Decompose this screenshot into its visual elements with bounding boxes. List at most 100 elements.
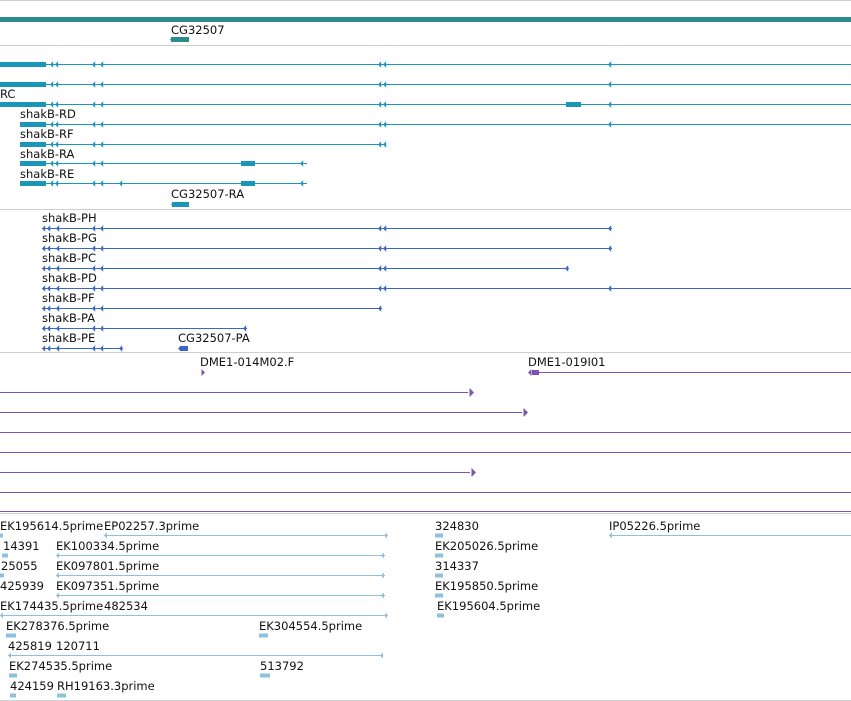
est-label-ek205026[interactable]: EK205026.5prime xyxy=(435,539,539,553)
est-ek278376-block xyxy=(6,633,16,638)
est-label-ek195604[interactable]: EK195604.5prime xyxy=(437,599,541,613)
protein-shakb-pe-strand-arrow-4 xyxy=(100,345,104,352)
est-label-ek304554[interactable]: EK304554.5prime xyxy=(259,619,363,633)
est-label-ip05226[interactable]: IP05226.5prime xyxy=(609,519,701,533)
protein-shakb-pd-strand-arrow-1 xyxy=(47,285,51,292)
mrna-row-3-rc-strand-arrow-3 xyxy=(100,101,104,108)
mrna-shakb-rf-strand-arrow-4 xyxy=(378,141,382,148)
protein-shakb-pd-strand-arrow-4 xyxy=(100,285,104,292)
protein-label-shakb-pg[interactable]: shakB-PG xyxy=(42,231,97,245)
protein-label-cg32507-pa[interactable]: CG32507-PA xyxy=(178,331,250,345)
mrna-label-cg32507-ra[interactable]: CG32507-RA xyxy=(171,187,245,201)
protein-shakb-pc-strand-arrow-1 xyxy=(47,265,51,272)
est-label-425819[interactable]: 425819 xyxy=(8,639,52,653)
protein-shakb-pc-strand-arrow-3 xyxy=(92,265,96,272)
protein-shakb-pf-strand-arrow-3 xyxy=(92,305,96,312)
est-row-4-arrow-0 xyxy=(56,592,59,599)
est-rh19163-block xyxy=(57,693,66,698)
gene-cg32507-glyph xyxy=(171,37,189,42)
est-label-513792[interactable]: 513792 xyxy=(260,659,304,673)
mrna-shakb-ra-strand-arrow-4 xyxy=(300,160,304,167)
est-ek195850-block xyxy=(435,593,443,598)
protein-label-shakb-pf[interactable]: shakB-PF xyxy=(42,291,95,305)
clone-label-dme1-014m02-f[interactable]: DME1-014M02.F xyxy=(200,355,295,369)
est-row-2-arrow-1 xyxy=(381,552,384,559)
protein-shakb-ph-strand-arrow-3 xyxy=(92,225,96,232)
est-14391-block xyxy=(2,553,8,558)
mrna-label-rc[interactable]: RC xyxy=(0,87,16,101)
protein-shakb-ph-strand-arrow-7 xyxy=(608,225,612,232)
est-513792-block xyxy=(260,673,270,678)
est-label-ek174435[interactable]: EK174435.5prime xyxy=(0,599,104,613)
est-label-314337[interactable]: 314337 xyxy=(435,559,479,573)
gene-label-cg32507[interactable]: CG32507 xyxy=(171,23,225,37)
protein-shakb-ph-strand-arrow-6 xyxy=(383,225,387,232)
protein-shakb-pa-strand-arrow-0 xyxy=(42,325,46,332)
protein-shakb-pf-strand-arrow-5 xyxy=(378,305,382,312)
mrna-row-2-strand-arrow-5 xyxy=(383,81,387,88)
mrna-row-2-strand-arrow-0 xyxy=(50,81,54,88)
mrna-shakb-rd-strand-arrow-5 xyxy=(383,121,387,128)
est-label-ek278376[interactable]: EK278376.5prime xyxy=(6,619,110,633)
mrna-label-shakb-rf[interactable]: shakB-RF xyxy=(20,127,74,141)
protein-shakb-pc-strand-arrow-7 xyxy=(565,265,569,272)
est-label-425939[interactable]: 425939 xyxy=(0,579,44,593)
mrna-shakb-ra-strand-arrow-0 xyxy=(50,160,54,167)
protein-label-shakb-ph[interactable]: shakB-PH xyxy=(42,211,97,225)
est-label-ek195614[interactable]: EK195614.5prime xyxy=(0,519,104,533)
est-row-5-arrow-0 xyxy=(0,612,3,619)
protein-cg32507-pa-block xyxy=(180,346,188,351)
clone-row-4-arrow xyxy=(523,408,528,417)
protein-label-shakb-pe[interactable]: shakB-PE xyxy=(42,331,96,345)
est-label-ek097801[interactable]: EK097801.5prime xyxy=(56,559,160,573)
mrna-row-2-strand-arrow-6 xyxy=(608,81,612,88)
protein-label-shakb-pa[interactable]: shakB-PA xyxy=(42,311,96,325)
est-ek304554-block xyxy=(259,633,268,638)
mrna-shakb-ra-strand-arrow-2 xyxy=(92,160,96,167)
protein-shakb-pa-strand-arrow-2 xyxy=(56,325,60,332)
mrna-row-1-strand-arrow-5 xyxy=(383,61,387,68)
mrna-shakb-ra-exon-1 xyxy=(241,161,255,166)
protein-shakb-pg-strand-arrow-5 xyxy=(378,245,382,252)
est-label-ek274535[interactable]: EK274535.5prime xyxy=(9,659,113,673)
est-label-482534[interactable]: 482534 xyxy=(104,599,148,613)
protein-shakb-pc-strand-arrow-6 xyxy=(383,265,387,272)
est-row-3-arrow-1 xyxy=(381,572,384,579)
mrna-row-3-rc-exon-0 xyxy=(0,102,46,107)
est-label-120711[interactable]: 120711 xyxy=(56,639,100,653)
mrna-label-shakb-ra[interactable]: shakB-RA xyxy=(20,147,75,161)
mrna-shakb-re-strand-arrow-0 xyxy=(50,180,54,187)
mrna-row-3-rc-exon-1 xyxy=(566,102,581,107)
est-label-25055[interactable]: 25055 xyxy=(1,559,38,573)
mrna-label-shakb-re[interactable]: shakB-RE xyxy=(20,167,75,181)
protein-label-shakb-pd[interactable]: shakB-PD xyxy=(42,271,97,285)
protein-label-shakb-pc[interactable]: shakB-PC xyxy=(42,251,96,265)
protein-cg32507-pa-arrow xyxy=(178,345,181,352)
est-label-rh19163[interactable]: RH19163.3prime xyxy=(57,679,155,693)
est-label-ek100334[interactable]: EK100334.5prime xyxy=(56,539,160,553)
clone-label-dme1-019i01[interactable]: DME1-019I01 xyxy=(528,355,606,369)
est-label-ek195850[interactable]: EK195850.5prime xyxy=(435,579,539,593)
protein-shakb-pe-strand-arrow-1 xyxy=(47,345,51,352)
est-label-424159[interactable]: 424159 xyxy=(10,679,54,693)
mrna-cg32507-ra-exon xyxy=(172,202,189,207)
mrna-shakb-rf-strand-arrow-3 xyxy=(100,141,104,148)
est-label-ep02257[interactable]: EP02257.3prime xyxy=(104,519,200,533)
protein-shakb-ph-strand-arrow-1 xyxy=(47,225,51,232)
protein-shakb-pa-strand-arrow-3 xyxy=(92,325,96,332)
est-424159-block xyxy=(10,693,16,698)
mrna-label-shakb-rd[interactable]: shakB-RD xyxy=(20,107,76,121)
protein-shakb-pa-strand-arrow-4 xyxy=(100,325,104,332)
mrna-row-1-strand-arrow-6 xyxy=(608,61,612,68)
mrna-shakb-rd-strand-arrow-0 xyxy=(50,121,54,128)
mrna-shakb-ra-strand-arrow-1 xyxy=(55,160,59,167)
est-label-ek097351[interactable]: EK097351.5prime xyxy=(56,579,160,593)
est-label-324830[interactable]: 324830 xyxy=(435,519,479,533)
mrna-row-3-rc-strand-arrow-1 xyxy=(55,101,59,108)
est-label-14391[interactable]: 14391 xyxy=(3,539,40,553)
protein-shakb-pe-strand-arrow-5 xyxy=(119,345,123,352)
est-25055-block xyxy=(0,573,4,578)
protein-shakb-pc-strand-arrow-2 xyxy=(56,265,60,272)
mrna-shakb-rd-strand-arrow-6 xyxy=(608,121,612,128)
